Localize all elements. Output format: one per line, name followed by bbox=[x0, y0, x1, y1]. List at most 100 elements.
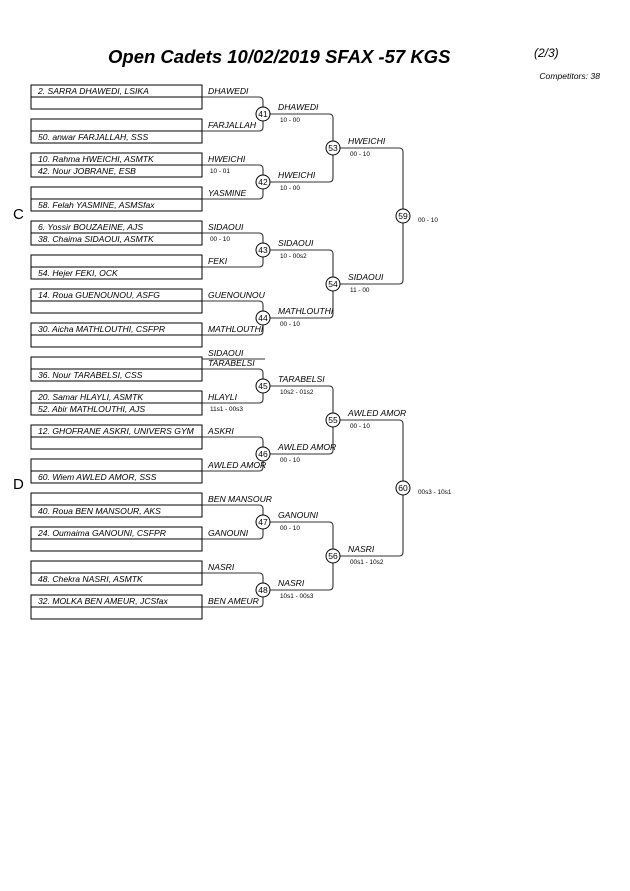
entry-name: 2. SARRA DHAWEDI, LSIKA bbox=[37, 86, 149, 96]
match-score: 10 - 00 bbox=[280, 117, 300, 124]
match-number-circle bbox=[255, 378, 271, 394]
entry-name: 40. Roua BEN MANSOUR, AKS bbox=[38, 506, 161, 516]
competitor-advance-label: ASKRI bbox=[207, 426, 234, 436]
entry-name: 30. Aicha MATHLOUTHI, CSFPR bbox=[38, 324, 165, 334]
match-number: 42 bbox=[258, 177, 268, 187]
match-number: 43 bbox=[258, 245, 268, 255]
match-score: 00 - 10 bbox=[280, 457, 300, 464]
match-score: 00 - 10 bbox=[280, 321, 300, 328]
match-number-circle bbox=[395, 208, 411, 224]
competitor-advance-label: GUENOUNOU bbox=[208, 290, 266, 300]
match-number-circle bbox=[325, 548, 341, 564]
match-number-circle bbox=[395, 480, 411, 496]
page-title: Open Cadets 10/02/2019 SFAX -57 KGS bbox=[108, 46, 451, 67]
entry-name: 54. Hejer FEKI, OCK bbox=[38, 268, 119, 278]
match-score: 00 - 10 bbox=[350, 423, 370, 430]
match-number: 53 bbox=[328, 143, 338, 153]
final-score: 00s3 - 10s1 bbox=[418, 489, 452, 496]
match-score: 00s1 - 10s2 bbox=[350, 559, 384, 566]
match-number: 45 bbox=[258, 381, 268, 391]
match-score: 10s1 - 00s3 bbox=[280, 593, 314, 600]
match-winner: MATHLOUTHI bbox=[278, 306, 334, 316]
match-note: 11s1 - 00s3 bbox=[210, 406, 243, 413]
match-number-circle bbox=[255, 582, 271, 598]
pool-label-d: D bbox=[13, 476, 24, 493]
match-winner: GANOUNI bbox=[278, 510, 319, 520]
match-number: 60 bbox=[398, 483, 408, 493]
entry-name: 20. Samar HLAYLI, ASMTK bbox=[37, 392, 144, 402]
final-score: 00 - 10 bbox=[418, 217, 438, 224]
entry-name: 42. Nour JOBRANE, ESB bbox=[38, 166, 136, 176]
match-number-circle bbox=[255, 446, 271, 462]
competitor-advance-label: YASMINE bbox=[208, 188, 246, 198]
match-winner: HWEICHI bbox=[278, 170, 316, 180]
match-winner: AWLED AMOR bbox=[347, 408, 406, 418]
match-number-circle bbox=[255, 174, 271, 190]
match-score: 10 - 00s2 bbox=[280, 253, 307, 260]
match-number: 55 bbox=[328, 415, 338, 425]
match-number-circle bbox=[255, 514, 271, 530]
competitor-advance-label: FEKI bbox=[208, 256, 228, 266]
competitor-advance-label: DHAWEDI bbox=[208, 86, 249, 96]
entry-name: 10. Rahma HWEICHI, ASMTK bbox=[38, 154, 155, 164]
match-number: 59 bbox=[398, 211, 408, 221]
match-winner: DHAWEDI bbox=[278, 102, 319, 112]
competitor-advance-label: BEN AMEUR bbox=[208, 596, 259, 606]
competitor-advance-label: NASRI bbox=[208, 562, 235, 572]
competitor-advance-label: TARABELSI bbox=[208, 358, 255, 368]
entry-name: 50. anwar FARJALLAH, SSS bbox=[38, 132, 148, 142]
match-number-circle bbox=[255, 310, 271, 326]
competitor-advance-label: GANOUNI bbox=[208, 528, 249, 538]
bracket-line bbox=[333, 419, 404, 557]
match-winner: NASRI bbox=[348, 544, 375, 554]
entry-name: 48. Chekra NASRI, ASMTK bbox=[38, 574, 144, 584]
competitor-advance-label: MATHLOUTHI bbox=[208, 324, 264, 334]
match-winner: NASRI bbox=[278, 578, 305, 588]
entry-name: 38. Chaima SIDAOUI, ASMTK bbox=[38, 234, 155, 244]
match-score: 11 - 00 bbox=[350, 287, 370, 294]
match-winner: SIDAOUI bbox=[348, 272, 384, 282]
match-winner: AWLED AMOR bbox=[277, 442, 336, 452]
page-indicator: (2/3) bbox=[534, 46, 559, 60]
competitor-count: Competitors: 38 bbox=[539, 71, 600, 81]
match-number-circle bbox=[325, 412, 341, 428]
entry-name: 24. Oumaima GANOUNI, CSFPR bbox=[37, 528, 166, 538]
match-note: 00 - 10 bbox=[210, 236, 230, 243]
competitor-advance-label: BEN MANSOUR bbox=[208, 494, 272, 504]
match-winner: SIDAOUI bbox=[278, 238, 314, 248]
entry-name: 60. Wiem AWLED AMOR, SSS bbox=[38, 472, 157, 482]
entry-name: 14. Roua GUENOUNOU, ASFG bbox=[38, 290, 160, 300]
competitor-advance-label: FARJALLAH bbox=[208, 120, 257, 130]
match-number-circle bbox=[255, 106, 271, 122]
repechage-name: SIDAOUI bbox=[208, 348, 244, 358]
match-note: 10 - 01 bbox=[210, 168, 230, 175]
match-score: 10s2 - 01s2 bbox=[280, 389, 314, 396]
match-number: 54 bbox=[328, 279, 338, 289]
match-score: 00 - 10 bbox=[280, 525, 300, 532]
match-number-circle bbox=[325, 276, 341, 292]
match-number: 56 bbox=[328, 551, 338, 561]
match-number: 47 bbox=[258, 517, 268, 527]
competitor-advance-label: HLAYLI bbox=[208, 392, 238, 402]
pool-label-c: C bbox=[13, 206, 24, 223]
match-number-circle bbox=[255, 242, 271, 258]
match-number: 48 bbox=[258, 585, 268, 595]
match-winner: HWEICHI bbox=[348, 136, 386, 146]
competitor-advance-label: HWEICHI bbox=[208, 154, 246, 164]
match-score: 00 - 10 bbox=[350, 151, 370, 158]
match-number-circle bbox=[325, 140, 341, 156]
match-number: 41 bbox=[258, 109, 268, 119]
match-number: 44 bbox=[258, 313, 268, 323]
entry-name: 6. Yossir BOUZAEINE, AJS bbox=[38, 222, 143, 232]
entry-name: 58. Felah YASMINE, ASMSfax bbox=[38, 200, 155, 210]
competitor-advance-label: SIDAOUI bbox=[208, 222, 244, 232]
competitor-advance-label: AWLED AMOR bbox=[207, 460, 266, 470]
match-score: 10 - 00 bbox=[280, 185, 300, 192]
bracket-line bbox=[333, 147, 404, 285]
entry-name: 32. MOLKA BEN AMEUR, JCSfax bbox=[38, 596, 168, 606]
match-winner: TARABELSI bbox=[278, 374, 325, 384]
entry-name: 36. Nour TARABELSI, CSS bbox=[38, 370, 143, 380]
match-number: 46 bbox=[258, 449, 268, 459]
entry-name: 52. Abir MATHLOUTHI, AJS bbox=[38, 404, 145, 414]
